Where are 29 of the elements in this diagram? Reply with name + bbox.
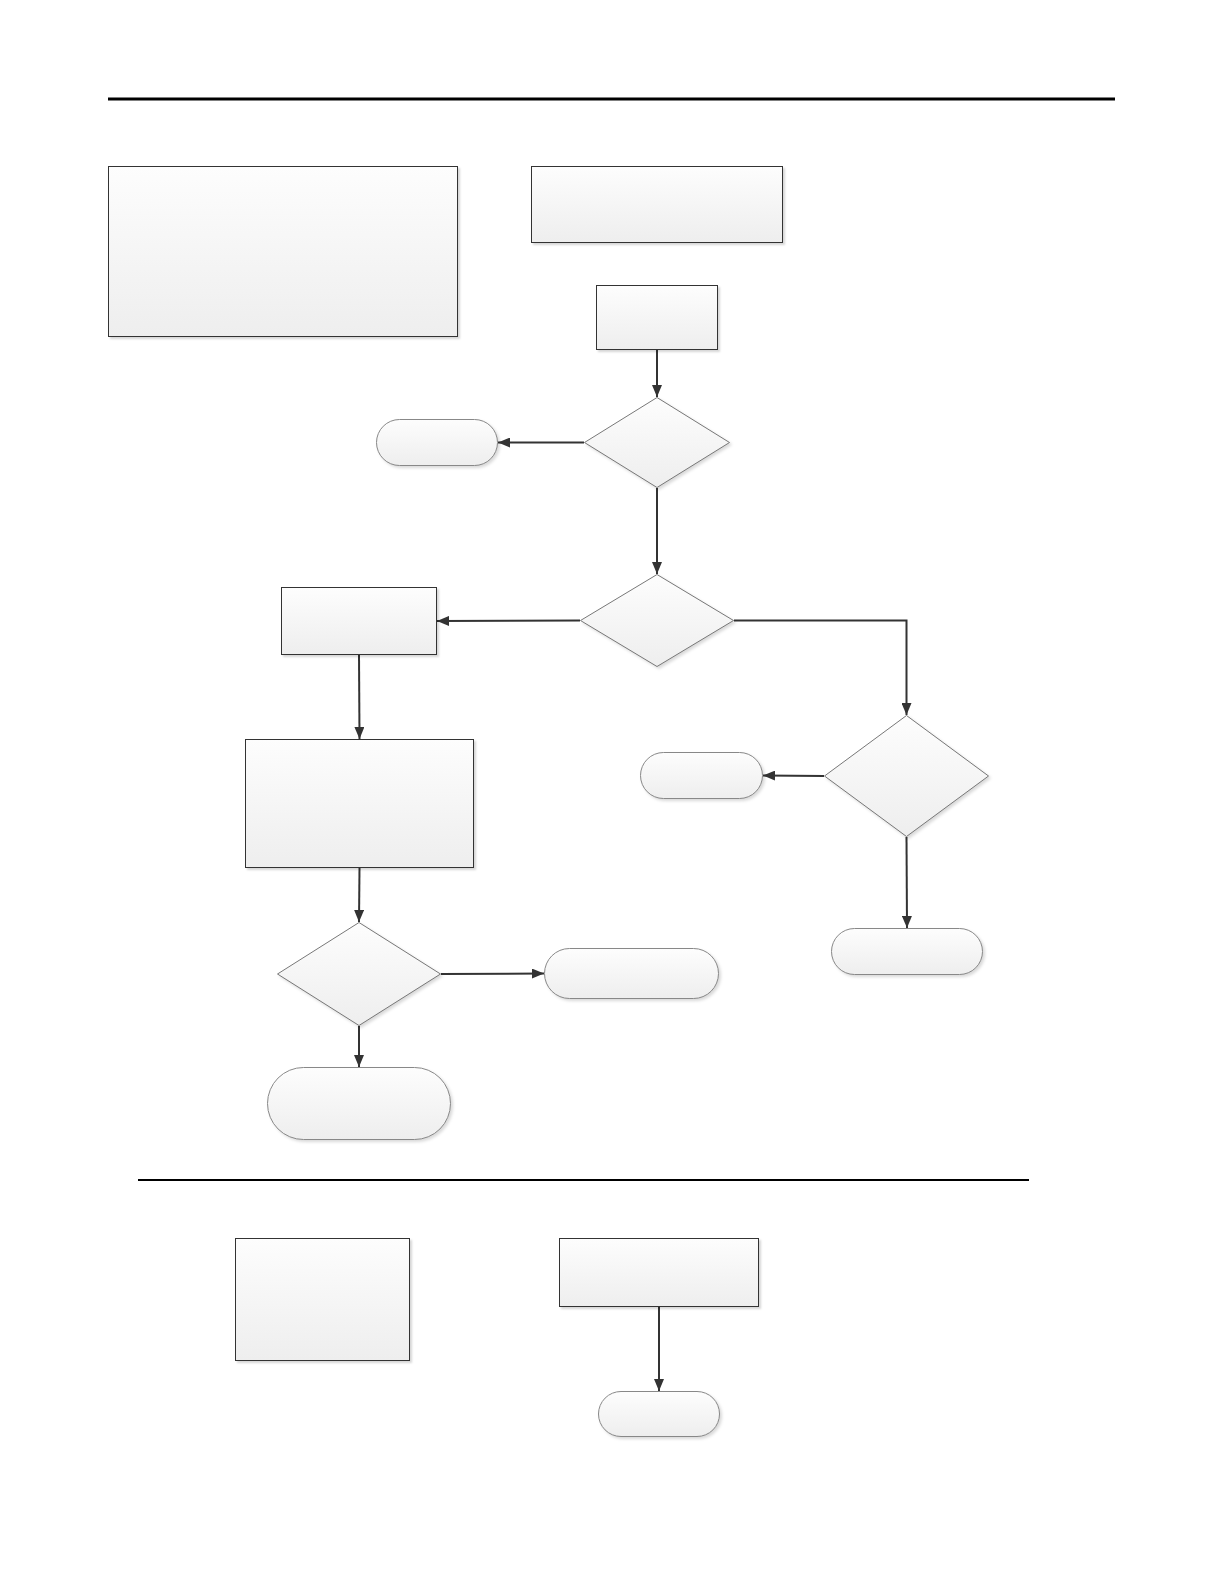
arrow bbox=[354, 867, 365, 923]
arrow bbox=[652, 487, 662, 575]
process-box bbox=[281, 587, 437, 655]
terminal-pill bbox=[640, 752, 763, 799]
terminal-pill bbox=[831, 928, 983, 975]
arrow bbox=[762, 770, 825, 781]
process-box bbox=[235, 1238, 410, 1361]
process-box bbox=[245, 739, 474, 868]
decision-diamond bbox=[580, 574, 734, 667]
process-box bbox=[596, 285, 718, 350]
process-box bbox=[531, 166, 783, 243]
arrow bbox=[652, 349, 662, 398]
arrow bbox=[733, 619, 912, 716]
decision-diamond bbox=[584, 397, 730, 488]
arrow bbox=[901, 836, 912, 929]
arrow bbox=[440, 968, 545, 979]
decision-diamond bbox=[277, 922, 441, 1026]
terminal-pill bbox=[376, 419, 498, 466]
arrow bbox=[436, 615, 581, 626]
arrow bbox=[497, 437, 585, 448]
decision-diamond bbox=[824, 715, 989, 837]
process-box bbox=[559, 1238, 759, 1307]
terminal-pill bbox=[544, 948, 719, 999]
terminal-pill bbox=[598, 1391, 720, 1437]
arrow bbox=[354, 654, 365, 740]
process-box bbox=[108, 166, 458, 337]
terminal-pill bbox=[267, 1067, 451, 1140]
arrow bbox=[654, 1306, 664, 1392]
arrow bbox=[354, 1025, 364, 1068]
